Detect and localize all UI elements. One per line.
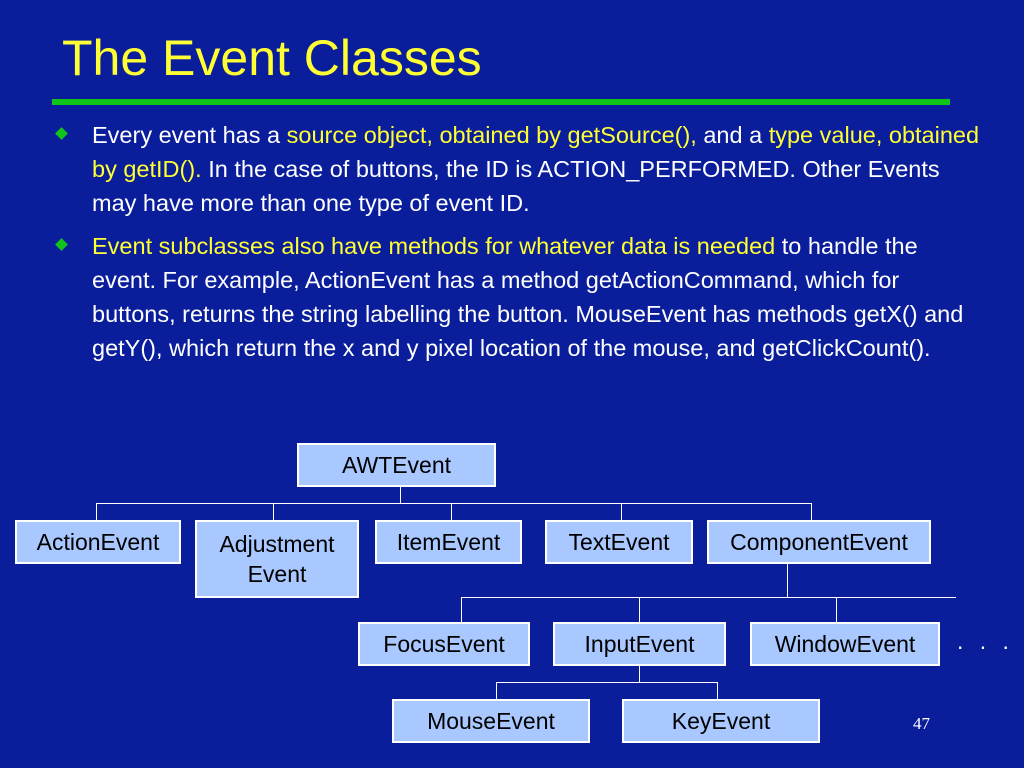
node-componentevent: ComponentEvent <box>707 520 931 564</box>
page-number: 47 <box>913 714 930 733</box>
connector-line <box>451 503 452 520</box>
title-underline <box>52 99 950 105</box>
connector-line <box>496 682 717 683</box>
bullet-text: to handle the event. For example, Action… <box>92 233 964 361</box>
bullet-text: and a <box>696 122 769 148</box>
bullet-text: Every event has a <box>92 122 287 148</box>
connector-line <box>461 597 462 622</box>
connector-line <box>787 563 788 597</box>
connector-line <box>811 503 812 520</box>
connector-line <box>717 682 718 699</box>
node-windowevent: WindowEvent <box>750 622 940 666</box>
bullet-highlight: Event subclasses also have methods for w… <box>92 233 776 259</box>
connector-line <box>96 503 811 504</box>
slide-title: The Event Classes <box>62 30 482 86</box>
bullet-highlight: type value, obtained by getID(). <box>92 122 980 182</box>
connector-line <box>639 665 640 682</box>
bullet-item-1: Every event has a source object, obtaine… <box>52 118 982 220</box>
bullet-item-2: Event subclasses also have methods for w… <box>52 229 982 365</box>
connector-line <box>496 682 497 699</box>
node-textevent: TextEvent <box>545 520 693 564</box>
node-keyevent: KeyEvent <box>622 699 820 743</box>
connector-line <box>273 503 274 520</box>
bullet-text: In the case of buttons, the ID is ACTION… <box>92 156 940 216</box>
more-ellipsis: . . . <box>957 628 1014 654</box>
node-inputevent: InputEvent <box>553 622 726 666</box>
diamond-bullet-icon <box>55 127 68 140</box>
connector-line <box>461 597 956 598</box>
connector-line <box>621 503 622 520</box>
node-adjustmentevent: Adjustment Event <box>195 520 359 598</box>
bullet-highlight: source object, obtained by getSource(), <box>286 122 697 148</box>
node-itemevent: ItemEvent <box>375 520 522 564</box>
node-mouseevent: MouseEvent <box>392 699 590 743</box>
node-actionevent: ActionEvent <box>15 520 181 564</box>
diamond-bullet-icon <box>55 238 68 251</box>
node-label: Adjustment Event <box>219 531 335 587</box>
connector-line <box>400 486 401 503</box>
connector-line <box>639 597 640 622</box>
node-awtevent: AWTEvent <box>297 443 496 487</box>
connector-line <box>96 503 97 520</box>
bullet-list: Every event has a source object, obtaine… <box>52 118 982 374</box>
connector-line <box>836 597 837 622</box>
node-focusevent: FocusEvent <box>358 622 530 666</box>
